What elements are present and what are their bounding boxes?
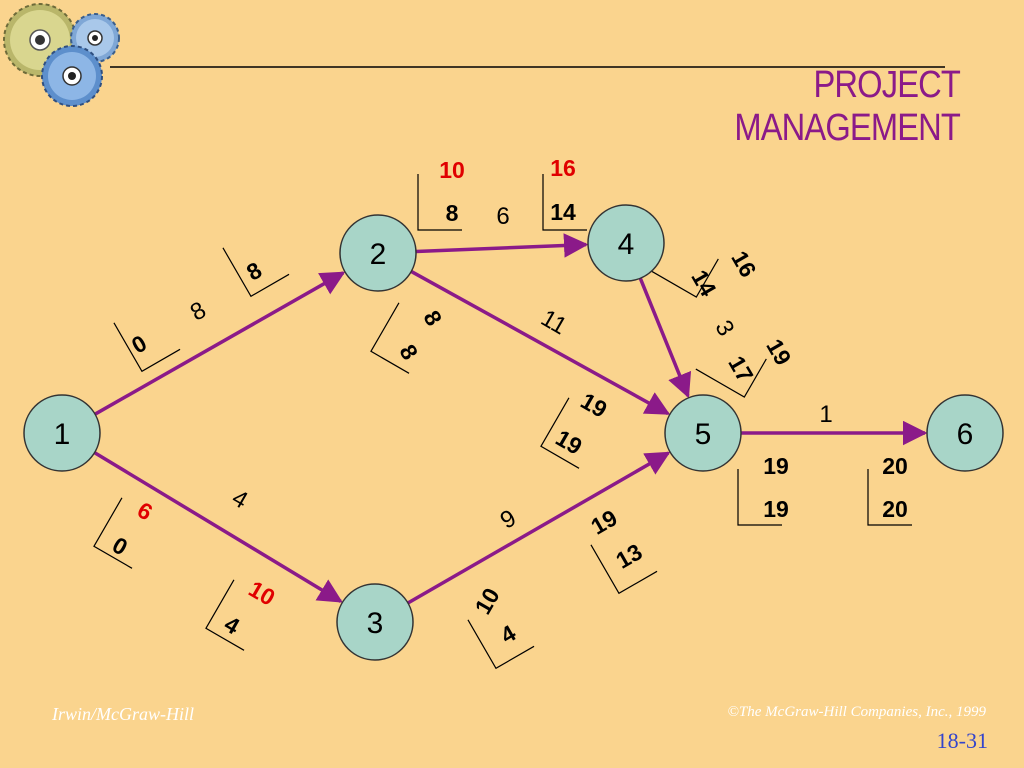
node-label: 1 [54,418,71,451]
bracket-mark [370,302,410,374]
node-label: 4 [618,228,635,261]
time-label: 10 [244,575,279,610]
activity-duration: 8 [186,296,211,326]
node-3: 3 [336,583,414,661]
activity-arrow-1-3 [93,451,343,603]
time-label: 20 [882,496,908,522]
time-label: 13 [611,538,646,573]
time-label: 0 [108,532,132,561]
time-label: 19 [551,424,586,459]
node-4: 4 [587,204,665,282]
time-label: 4 [496,620,520,649]
time-label: 19 [763,496,789,522]
activity-arrow-2-5 [410,269,671,416]
bracket-mark [542,174,587,231]
copyright-text: ©The McGraw-Hill Companies, Inc., 1999 [727,704,986,720]
page-title: PROJECT MANAGEMENT [734,64,960,149]
bracket-mark [695,358,767,398]
bracket-mark [205,579,245,651]
bracket-mark [590,544,658,595]
node-circle [664,394,742,472]
node-circle [336,583,414,661]
title-rule [110,66,945,68]
time-label: 10 [469,583,504,618]
time-label: 8 [418,306,447,330]
bracket-mark [647,258,719,298]
node-circle [339,214,417,292]
time-label: 19 [761,334,796,369]
node-label: 5 [695,418,712,451]
node-label: 2 [370,238,387,271]
activity-arrow-4-5 [638,277,692,399]
publisher-text: Irwin/McGraw-Hill [52,704,194,724]
time-label: 6 [133,497,157,526]
time-label: 16 [726,246,761,281]
bracket-mark [417,174,462,231]
time-label: 10 [439,157,465,183]
edges [93,233,928,605]
node-label: 3 [367,607,384,640]
time-label: 19 [576,387,611,422]
gears-icon [3,3,120,107]
node-2: 2 [339,214,417,292]
labels: 8461193108601041081614881919104191316141… [108,155,908,649]
node-circle [926,394,1004,472]
time-label: 20 [882,453,908,479]
time-label: 0 [127,330,151,359]
nodes: 1 2 3 4 5 6 [23,204,1004,661]
activity-duration: 9 [496,504,521,534]
bracket-mark [222,247,290,298]
activity-duration: 4 [227,484,252,514]
bracket-mark [737,469,782,526]
node-1: 1 [23,394,101,472]
time-label: 16 [550,155,576,181]
brackets [93,174,912,670]
time-label: 8 [242,257,266,286]
bracket-mark [867,469,912,526]
node-circle [587,204,665,282]
time-label: 19 [586,504,621,539]
time-label: 19 [763,453,789,479]
node-circle [23,394,101,472]
bracket-mark [93,497,133,569]
activity-duration: 1 [819,401,832,428]
node-5: 5 [664,394,742,472]
time-label: 8 [446,200,459,226]
node-6: 6 [926,394,1004,472]
activity-duration: 3 [709,316,739,341]
node-label: 6 [957,418,974,451]
page-number: 18-31 [936,728,988,753]
time-label: 14 [550,199,576,225]
activity-duration: 6 [496,203,509,230]
time-label: 8 [394,340,423,364]
time-label: 4 [220,611,244,640]
activity-duration: 11 [536,305,571,341]
time-label: 14 [686,265,721,300]
activity-arrow-3-5 [407,451,671,605]
bracket-mark [113,322,181,373]
activity-arrow-1-2 [94,271,346,416]
activity-arrow-2-4 [415,233,589,258]
bracket-mark [467,619,535,670]
bracket-mark [540,397,580,469]
